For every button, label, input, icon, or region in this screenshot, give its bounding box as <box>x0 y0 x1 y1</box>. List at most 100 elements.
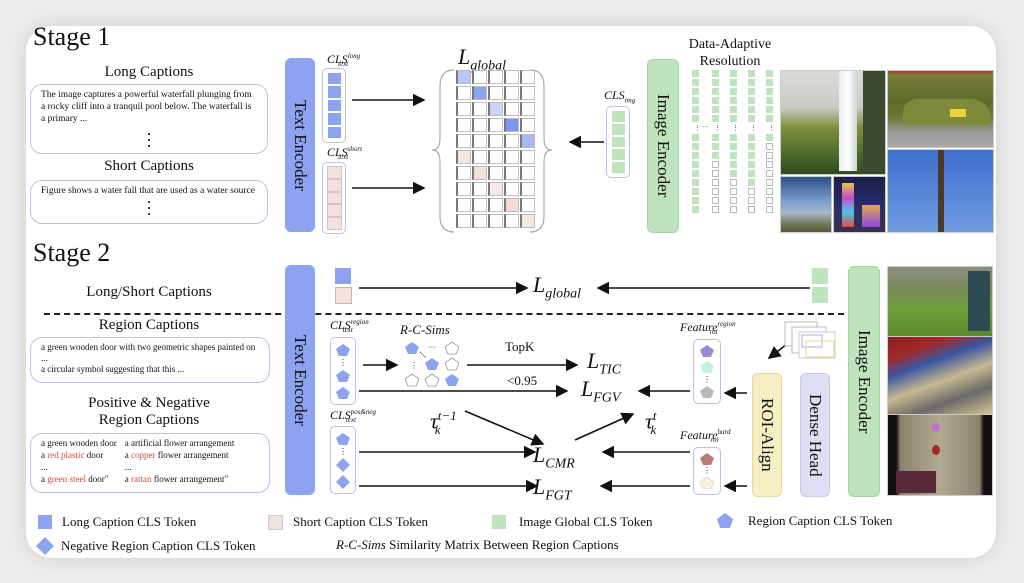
matrix-cell <box>504 214 519 228</box>
arrow-tau-prev-to-lcmr <box>464 410 545 446</box>
matrix-cell <box>520 198 535 212</box>
patch-cell <box>766 206 773 213</box>
patch-cell <box>766 170 773 177</box>
region-captions-box: a green wooden door with two geometric s… <box>30 337 270 383</box>
patch-cell <box>692 134 699 141</box>
patch-cell <box>766 134 773 141</box>
long-short-captions-title: Long/Short Captions <box>86 284 212 300</box>
cls-region-label: CLSregiontext <box>330 318 369 335</box>
matrix-cell <box>472 150 487 164</box>
matrix-cell <box>472 118 487 132</box>
matrix-cell <box>504 70 519 84</box>
cls-posneg-label: CLSpos&negtext <box>330 408 376 425</box>
patch-cell <box>692 197 699 204</box>
patch-cell <box>692 70 699 77</box>
patch-cell <box>748 188 755 195</box>
pentagon-icon <box>717 513 733 528</box>
patch-cell <box>766 143 773 150</box>
patch-cell <box>766 106 773 113</box>
posneg-caption-line: a green steel door" <box>41 474 109 484</box>
feature-hard-label: Featurehardroi <box>680 428 731 445</box>
long-token-column <box>322 68 346 143</box>
short-token-swatch <box>268 514 283 530</box>
patch-cell <box>692 106 699 113</box>
patch-cell <box>730 115 737 122</box>
negative-word: copper <box>130 450 156 460</box>
patch-cell <box>692 88 699 95</box>
long-captions-box: The image captures a powerful waterfall … <box>30 84 268 154</box>
patch-cell <box>730 206 737 213</box>
patch-cell <box>730 179 737 186</box>
ellipsis-vertical-icon: ⋮ <box>339 446 347 456</box>
stage1-label: Stage 1 <box>33 22 111 51</box>
matrix-cell <box>472 134 487 148</box>
matrix-cell <box>472 86 487 100</box>
pentagon-token <box>700 345 714 358</box>
pentagon-token <box>700 385 714 398</box>
adaptive-patch-grid: ⋮⋮⋮⋮⋮··· <box>692 70 775 230</box>
stage2-image-encoder: Image Encoder <box>848 266 880 497</box>
long-captions-title: Long Captions <box>104 64 194 80</box>
patch-cell <box>766 197 773 204</box>
patch-cell <box>766 115 773 122</box>
stage1-arrows <box>352 93 426 195</box>
roi-align-block: ROI-Align <box>752 373 782 497</box>
patch-cell <box>766 97 773 104</box>
loss-fgv: LFGV <box>581 376 621 406</box>
long-token-swatch <box>38 515 52 529</box>
region-caption-2: a circular symbol suggesting that this .… <box>41 364 185 374</box>
stage1-image-encoder: Image Encoder <box>647 59 679 233</box>
patch-cell <box>730 152 737 159</box>
text-encoder-label: Text Encoder <box>291 334 310 426</box>
patch-cell <box>692 161 699 168</box>
ellipsis-vertical-icon: ⋮ <box>714 124 721 132</box>
matrix-cell <box>456 182 471 196</box>
patch-cell <box>766 70 773 77</box>
patch-cell <box>712 152 719 159</box>
matrix-cell <box>472 102 487 116</box>
matrix-cell <box>488 198 503 212</box>
matrix-cell <box>520 86 535 100</box>
diamond-icon <box>36 537 54 555</box>
photo-scaffolding <box>887 336 993 416</box>
photo-lake <box>780 176 832 233</box>
matrix-cell <box>472 166 487 180</box>
topk-label: TopK <box>505 339 535 354</box>
patch-cell <box>766 152 773 159</box>
posneg-caption-line: ... <box>41 462 48 472</box>
short-token-stage2 <box>335 287 352 304</box>
patch-cell <box>712 97 719 104</box>
patch-cell <box>748 152 755 159</box>
patch-cell <box>766 179 773 186</box>
photo-room-wall <box>887 414 993 496</box>
posneg-token-column: ⋮ <box>330 426 356 494</box>
patch-cell <box>748 115 755 122</box>
stage2-label: Stage 2 <box>33 238 111 267</box>
matrix-cell <box>488 166 503 180</box>
short-captions-box: Figure shows a water fall that are used … <box>30 180 268 224</box>
long-token <box>326 72 342 86</box>
patch-cell <box>766 188 773 195</box>
posneg-caption-line: a copper flower arrangement <box>124 450 229 460</box>
loss-cmr: LCMR <box>533 442 575 472</box>
long-token <box>326 98 342 113</box>
tau-current: τtk <box>645 408 657 437</box>
photo-monument <box>887 149 994 233</box>
patch-cell <box>730 106 737 113</box>
pentagon-token <box>700 453 714 465</box>
ellipsis-vertical-icon: ⋮ <box>732 124 739 132</box>
region-boxes-icon <box>784 321 836 359</box>
matrix-cell <box>456 102 471 116</box>
region-token-column: ⋮ <box>330 337 356 405</box>
rcsims-matrix: ··· ⋮ <box>404 341 460 387</box>
svg-text:···: ··· <box>428 343 436 352</box>
long-token <box>326 125 342 140</box>
matrix-cell <box>520 150 535 164</box>
patch-cell <box>712 161 719 168</box>
matrix-cell <box>456 86 471 100</box>
matrix-cell <box>456 150 471 164</box>
